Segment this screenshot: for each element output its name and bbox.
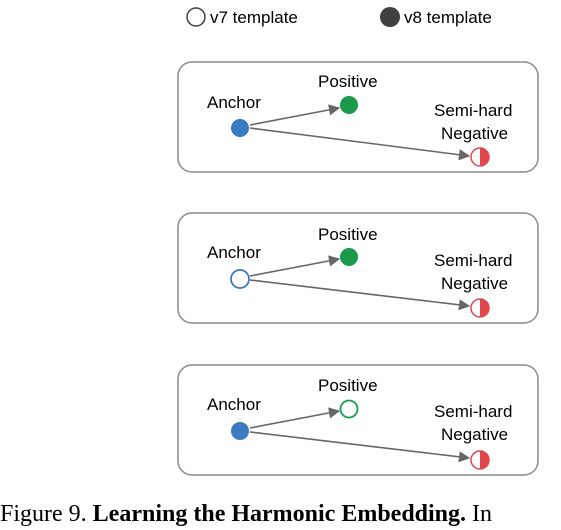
triplet-diagram: v7 template v8 template Anchor Positive … (177, 7, 539, 476)
caption-title: Learning the Harmonic Embedding. (92, 501, 467, 527)
panel-frame (177, 212, 539, 324)
anchor-label: Anchor (207, 395, 261, 414)
negative-label-line1: Semi-hard (434, 402, 512, 421)
negative-node-fill (480, 148, 489, 166)
negative-label-line1: Semi-hard (434, 251, 512, 270)
anchor-node (231, 422, 249, 440)
negative-label-line2: Negative (441, 274, 508, 293)
figure-caption: Figure 9. Learning the Harmonic Embeddin… (0, 498, 561, 530)
negative-node-fill (480, 451, 489, 469)
anchor-node (230, 269, 250, 289)
positive-label: Positive (318, 225, 378, 244)
negative-node-fill (480, 299, 489, 317)
panel-2: Anchor Positive Semi-hard Negative (177, 212, 539, 324)
positive-node (340, 248, 358, 266)
positive-label: Positive (318, 376, 378, 395)
caption-prefix: Figure 9. (0, 501, 87, 527)
arrow-anchor-to-negative (249, 127, 471, 161)
legend: v7 template v8 template (186, 7, 492, 27)
anchor-label: Anchor (207, 93, 261, 112)
caption-suffix: In (472, 501, 493, 527)
legend-v8-icon (380, 7, 400, 27)
arrow-anchor-to-positive (249, 255, 341, 277)
legend-v8-label: v8 template (404, 8, 492, 27)
negative-label-line2: Negative (441, 124, 508, 143)
anchor-node (231, 119, 249, 137)
positive-label: Positive (318, 72, 378, 91)
negative-label-line1: Semi-hard (434, 101, 512, 120)
legend-v7-icon (186, 7, 206, 27)
panel-1: Anchor Positive Semi-hard Negative (177, 61, 539, 173)
positive-node (339, 399, 359, 419)
arrow-anchor-to-positive (249, 407, 341, 429)
panel-frame (177, 61, 539, 173)
panel-frame (177, 364, 539, 476)
arrow-anchor-to-positive (249, 104, 341, 126)
arrow-anchor-to-negative (249, 431, 471, 463)
panel-3: Anchor Positive Semi-hard Negative (177, 364, 539, 476)
positive-node (340, 96, 358, 114)
negative-label-line2: Negative (441, 425, 508, 444)
arrow-anchor-to-negative (249, 279, 471, 311)
legend-v7-label: v7 template (210, 8, 298, 27)
anchor-label: Anchor (207, 243, 261, 262)
